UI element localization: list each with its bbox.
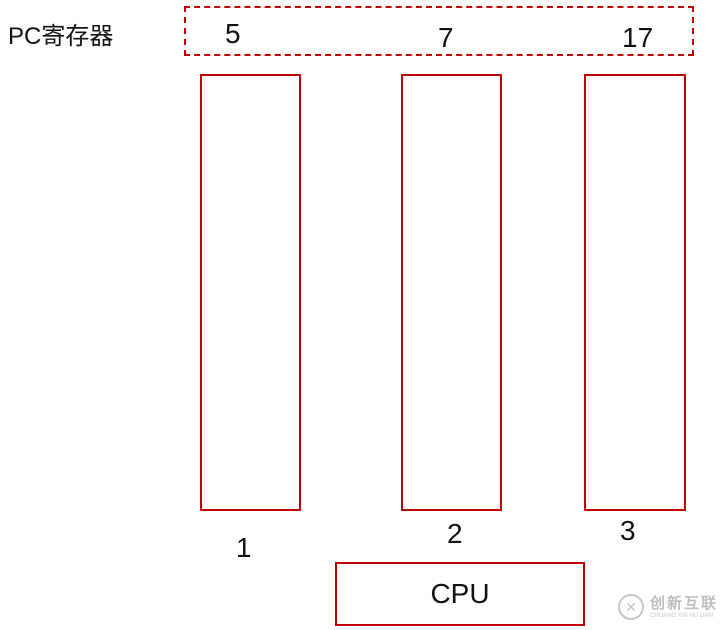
thread-label-1: 1 [236,532,252,563]
watermark-subtitle: CHUANG XIN HU LIAN [649,612,713,619]
cpu-label: CPU [430,578,490,609]
thread-label-2: 2 [447,518,463,549]
pc-value-2: 7 [438,22,454,53]
watermark-name: 创新互联 [649,594,718,612]
pc-value-3: 17 [622,22,654,53]
watermark: ✕ 创新互联 CHUANG XIN HU LIAN [617,594,718,620]
pc-value-1: 5 [225,18,241,49]
thread-stack-3 [584,74,686,511]
thread-label-3: 3 [620,515,636,546]
cpu-box: CPU [335,562,585,626]
thread-stack-1 [200,74,301,511]
thread-stack-2 [401,74,502,511]
pc-register-box [184,6,694,56]
pc-register-label: PC寄存器 [8,23,114,50]
watermark-logo-icon: ✕ [617,594,644,620]
